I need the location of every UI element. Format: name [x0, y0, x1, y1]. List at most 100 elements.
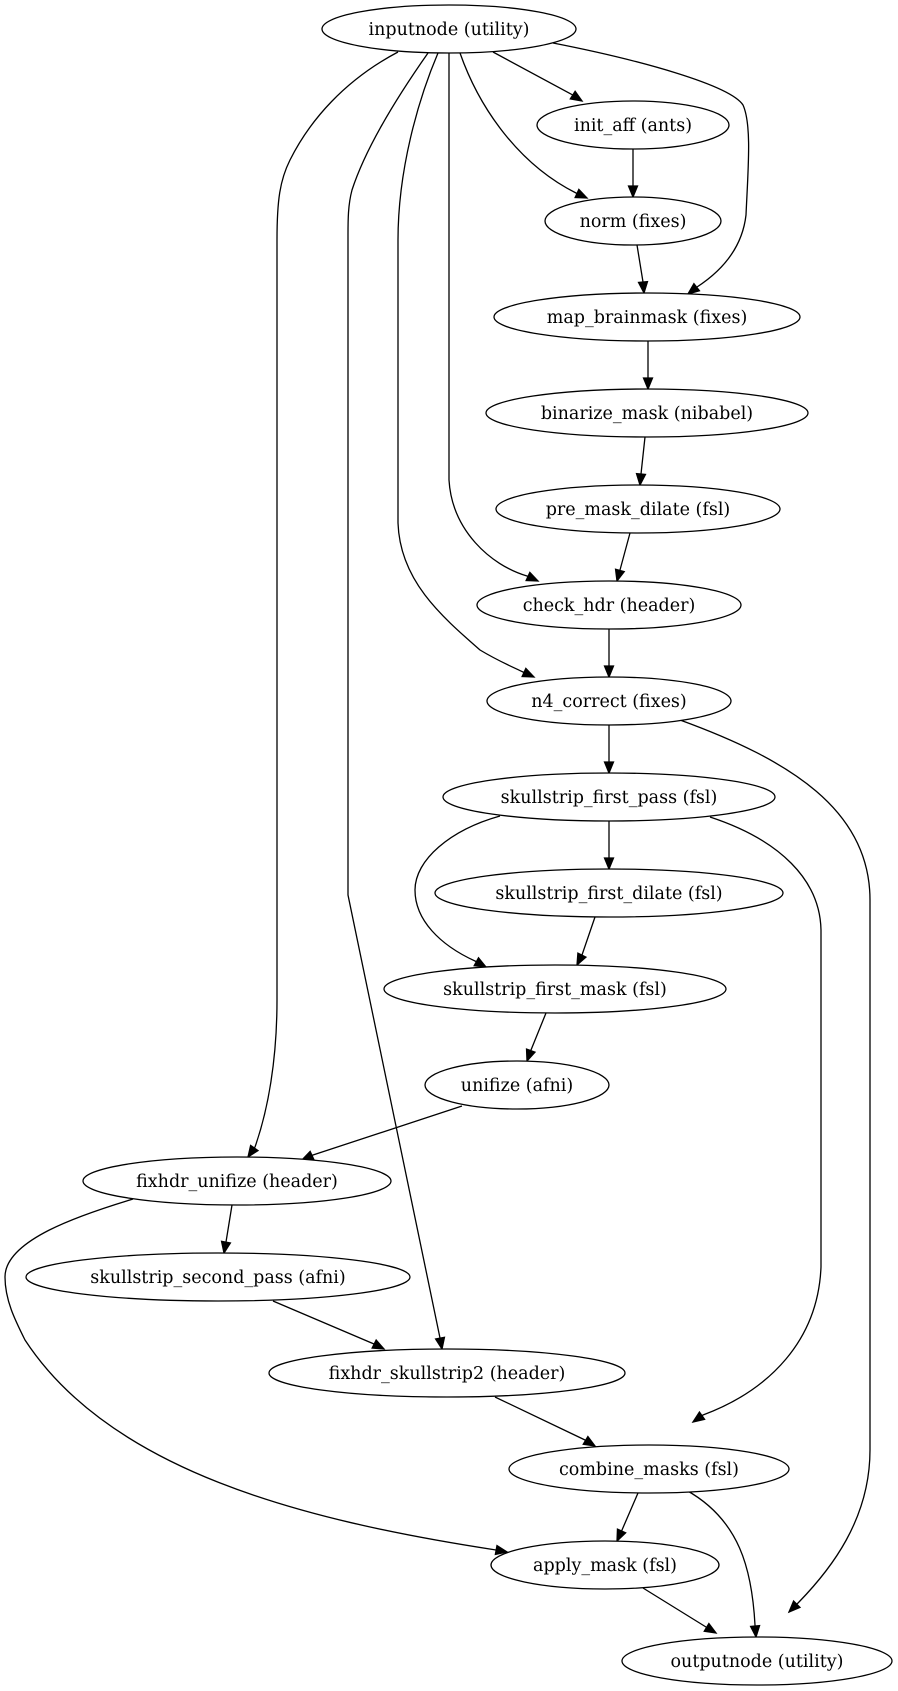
node-skullstrip-first-mask: skullstrip_first_mask (fsl) — [383, 964, 727, 1014]
arrowhead-icon — [603, 665, 615, 679]
edge-line — [272, 1300, 385, 1350]
edge-line — [347, 52, 443, 1350]
node-label: check_hdr (header) — [523, 596, 696, 616]
node-ellipse — [621, 1636, 893, 1686]
edge-inputnode-to-fixhdr_unifize — [247, 51, 399, 1159]
edge-fixhdr_unifize-to-apply_mask — [4, 1198, 509, 1556]
edge-pre_mask_dilate-to-check_hdr — [614, 532, 631, 583]
arrowhead-icon — [686, 282, 701, 296]
edge-check_hdr-to-n4_correct — [603, 629, 615, 679]
edge-norm-to-map_brainmask — [636, 244, 649, 295]
node-label: fixhdr_unifize (header) — [136, 1172, 338, 1192]
node-label: init_aff (ants) — [574, 116, 692, 136]
node-inputnode: inputnode (utility) — [321, 4, 577, 54]
node-label: skullstrip_second_pass (afni) — [90, 1268, 345, 1288]
arrowhead-icon — [642, 377, 654, 391]
arrowhead-icon — [703, 1622, 718, 1634]
node-map-brainmask: map_brainmask (fixes) — [493, 292, 801, 342]
node-ellipse — [25, 1252, 411, 1302]
node-apply-mask: apply_mask (fsl) — [490, 1540, 720, 1590]
arrowhead-icon — [220, 1240, 232, 1255]
arrowhead-icon — [627, 185, 639, 199]
arrowhead-icon — [525, 571, 540, 582]
edge-line — [692, 816, 822, 1423]
node-label: unifize (afni) — [461, 1076, 573, 1096]
arrowhead-icon — [787, 1599, 802, 1614]
node-skullstrip-second-pass: skullstrip_second_pass (afni) — [25, 1252, 411, 1302]
edge-fixhdr_unifize-to-skullstrip_second_pass — [220, 1204, 233, 1255]
node-skullstrip-first-dilate: skullstrip_first_dilate (fsl) — [434, 868, 784, 918]
node-n4-correct: n4_correct (fixes) — [486, 676, 732, 726]
node-ellipse — [490, 1540, 720, 1590]
node-label: combine_masks (fsl) — [559, 1460, 739, 1480]
edge-inputnode-to-fixhdr_skullstrip2 — [347, 52, 446, 1351]
edge-n4_correct-to-skullstrip_first_pass — [603, 725, 615, 775]
edge-n4_correct-to-outputnode — [679, 719, 871, 1614]
edge-unifize-to-fixhdr_unifize — [300, 1105, 463, 1161]
node-ellipse — [495, 484, 781, 534]
edge-skullstrip_first_dilate-to-skullstrip_first_mask — [576, 916, 596, 967]
nodes-layer: inputnode (utility) init_aff (ants) norm (… — [25, 4, 893, 1686]
node-label: norm (fixes) — [580, 212, 687, 232]
arrowhead-icon — [616, 1528, 627, 1543]
arrowhead-icon — [614, 568, 626, 583]
arrowhead-icon — [635, 472, 647, 487]
edge-map_brainmask-to-binarize_mask — [642, 341, 654, 391]
edge-line — [679, 719, 871, 1613]
edge-fixhdr_skullstrip2-to-combine_masks — [494, 1396, 597, 1447]
edge-skullstrip_first_pass-to-combine_masks — [691, 816, 822, 1423]
node-outputnode: outputnode (utility) — [621, 1636, 893, 1686]
node-ellipse — [434, 868, 784, 918]
node-norm: norm (fixes) — [544, 196, 722, 246]
node-pre-mask-dilate: pre_mask_dilate (fsl) — [495, 484, 781, 534]
arrowhead-icon — [691, 1410, 706, 1423]
arrowhead-icon — [574, 188, 589, 199]
arrowhead-icon — [371, 1338, 386, 1350]
node-label: inputnode (utility) — [369, 20, 530, 40]
edge-inputnode-to-n4_correct — [397, 52, 536, 678]
node-label: outputnode (utility) — [671, 1652, 844, 1672]
node-label: pre_mask_dilate (fsl) — [546, 500, 731, 520]
node-unifize: unifize (afni) — [424, 1060, 610, 1110]
edge-line — [414, 815, 501, 968]
arrowhead-icon — [494, 1544, 509, 1556]
edge-line — [448, 53, 539, 582]
node-ellipse — [82, 1156, 392, 1206]
node-combine-masks: combine_masks (fsl) — [508, 1444, 790, 1494]
edge-skullstrip_first_pass-to-skullstrip_first_mask — [414, 815, 501, 968]
node-label: skullstrip_first_pass (fsl) — [501, 788, 718, 808]
edge-apply_mask-to-outputnode — [642, 1587, 718, 1634]
node-skullstrip-first-pass: skullstrip_first_pass (fsl) — [442, 772, 776, 822]
edge-line — [4, 1198, 508, 1553]
node-ellipse — [508, 1444, 790, 1494]
node-ellipse — [486, 676, 732, 726]
node-label: skullstrip_first_dilate (fsl) — [495, 884, 722, 904]
edge-line — [685, 1489, 757, 1638]
arrowhead-icon — [247, 1144, 260, 1159]
edges-layer — [4, 42, 871, 1639]
edge-inputnode-to-check_hdr — [448, 53, 540, 582]
node-fixhdr-skullstrip2: fixhdr_skullstrip2 (header) — [268, 1348, 626, 1398]
arrowhead-icon — [603, 857, 615, 871]
edge-inputnode-to-map_brainmask — [552, 42, 750, 296]
edge-binarize_mask-to-pre_mask_dilate — [635, 436, 647, 487]
edge-skullstrip_first_pass-to-skullstrip_first_dilate — [603, 821, 615, 871]
node-label: skullstrip_first_mask (fsl) — [443, 980, 667, 1000]
edge-combine_masks-to-outputnode — [685, 1489, 761, 1639]
arrowhead-icon — [473, 956, 488, 968]
arrowhead-icon — [749, 1624, 761, 1639]
node-ellipse — [442, 772, 776, 822]
edge-line — [492, 51, 583, 102]
node-ellipse — [536, 100, 730, 150]
edge-line — [301, 1105, 463, 1161]
node-label: map_brainmask (fixes) — [547, 308, 748, 328]
node-ellipse — [493, 292, 801, 342]
node-label: n4_correct (fixes) — [531, 692, 687, 712]
edge-skullstrip_second_pass-to-fixhdr_skullstrip2 — [272, 1300, 386, 1350]
edge-inputnode-to-norm — [459, 52, 589, 199]
edge-inputnode-to-init_aff — [492, 51, 584, 102]
node-check-hdr: check_hdr (header) — [476, 580, 742, 630]
arrowhead-icon — [603, 761, 615, 775]
node-ellipse — [485, 388, 809, 438]
